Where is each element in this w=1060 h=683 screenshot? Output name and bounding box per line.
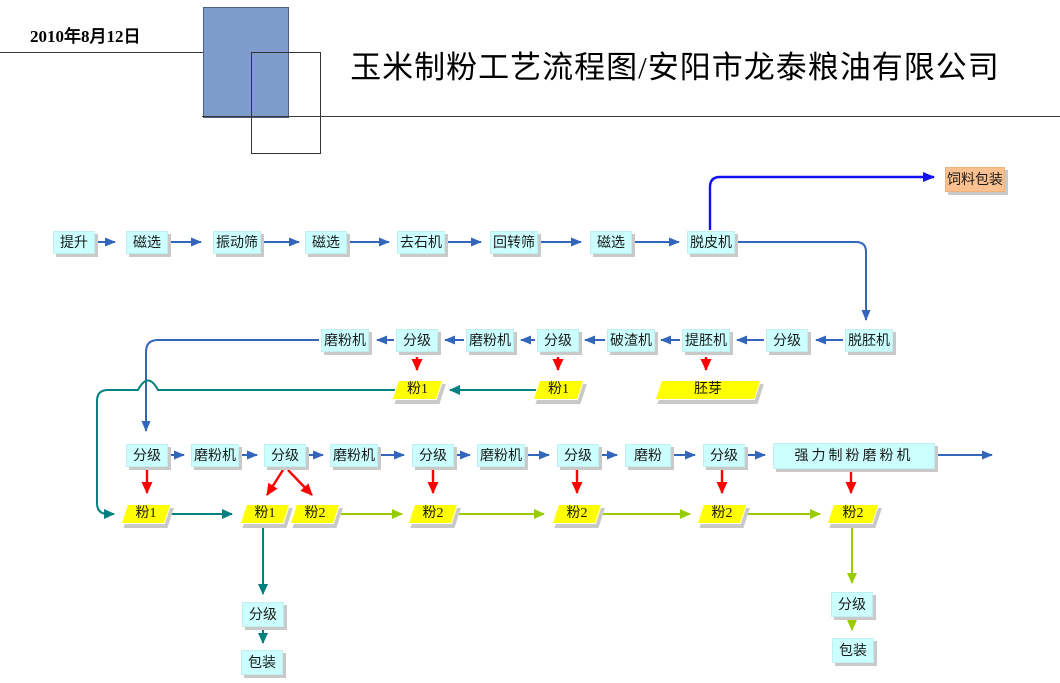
output-fen1-r2a: 粉1 (391, 380, 444, 400)
document-date: 2010年8月12日 (30, 27, 141, 46)
main-flow-arrows (95, 237, 993, 460)
branch-left-fenji: 分级 (242, 602, 284, 627)
branch-right-baozhuang: 包装 (832, 638, 874, 663)
process-box-tipeiji: 提胚机 (682, 329, 730, 352)
output-label: 胚芽 (694, 382, 722, 397)
process-box-huizhuanshai: 回转筛 (490, 231, 538, 254)
process-box-mofen: 磨粉 (625, 444, 671, 467)
header-top-rule (0, 52, 320, 53)
process-box-mofenji-r3a: 磨粉机 (191, 444, 239, 467)
output-label: 粉2 (842, 506, 864, 521)
process-box-tuopeiji: 脱胚机 (845, 329, 893, 352)
output-fen1-r2b: 粉1 (532, 380, 585, 400)
output-label: 粉1 (254, 506, 276, 521)
flour1-arrows (96, 379, 537, 644)
process-box-mofenji-r3c: 磨粉机 (477, 444, 525, 467)
process-box-fenji-r3c: 分级 (412, 444, 454, 467)
output-fen2-r3a: 粉2 (289, 504, 341, 524)
process-box-cixuan-2: 磁选 (305, 231, 347, 254)
process-box-mofenji-r2a: 磨粉机 (466, 329, 514, 352)
output-fen2-r3d: 粉2 (696, 504, 748, 524)
process-box-fenji-r3d: 分级 (557, 444, 599, 467)
output-label: 粉2 (711, 506, 733, 521)
process-box-mofenji-r2b: 磨粉机 (321, 329, 369, 352)
output-arrows (141, 357, 857, 496)
output-label: 粉2 (422, 506, 444, 521)
branch-right-fenji: 分级 (831, 592, 873, 617)
process-box-cixuan-3: 磁选 (590, 231, 632, 254)
process-box-pozhaji: 破渣机 (607, 329, 655, 352)
output-peiya: 胚芽 (654, 380, 762, 400)
output-fen2-r3c: 粉2 (551, 504, 603, 524)
output-label: 粉1 (548, 382, 569, 397)
output-label: 粉2 (304, 506, 326, 521)
feed-packing-box: 饲料包装 (945, 167, 1005, 192)
process-box-tisheng: 提升 (53, 231, 95, 254)
output-fen1-r3b: 粉1 (239, 504, 291, 524)
header-outline-rectangle (251, 52, 321, 154)
flour2-arrows (341, 509, 857, 631)
process-box-fenji-r2c: 分级 (396, 329, 438, 352)
header-main-rule (202, 116, 1060, 117)
process-box-fenji-r3b: 分级 (264, 444, 306, 467)
process-box-fenji-r2b: 分级 (537, 329, 579, 352)
output-label: 粉1 (407, 382, 428, 397)
feed-packing-arrow (708, 172, 935, 230)
output-fen2-r3b: 粉2 (407, 504, 459, 524)
process-box-fenji-r3a: 分级 (126, 444, 168, 467)
branch-left-baozhuang: 包装 (241, 650, 283, 675)
process-box-cixuan-1: 磁选 (126, 231, 168, 254)
process-box-qiangli-mofenji: 强力制粉磨粉机 (773, 443, 935, 469)
process-box-qushiji: 去石机 (397, 231, 445, 254)
process-box-mofenji-r3b: 磨粉机 (330, 444, 378, 467)
output-label: 粉1 (135, 506, 157, 521)
output-fen2-r3e: 粉2 (826, 504, 880, 524)
output-label: 粉2 (566, 506, 588, 521)
process-box-fenji-r3e: 分级 (703, 444, 745, 467)
output-fen1-r3a: 粉1 (120, 504, 172, 524)
process-box-fenji-r2a: 分级 (766, 329, 808, 352)
page-title: 玉米制粉工艺流程图/安阳市龙泰粮油有限公司 (350, 50, 1000, 85)
header-blue-rectangle (203, 7, 289, 118)
process-box-tuopiji: 脱皮机 (687, 231, 735, 254)
process-box-zhendongshai: 振动筛 (213, 231, 261, 254)
